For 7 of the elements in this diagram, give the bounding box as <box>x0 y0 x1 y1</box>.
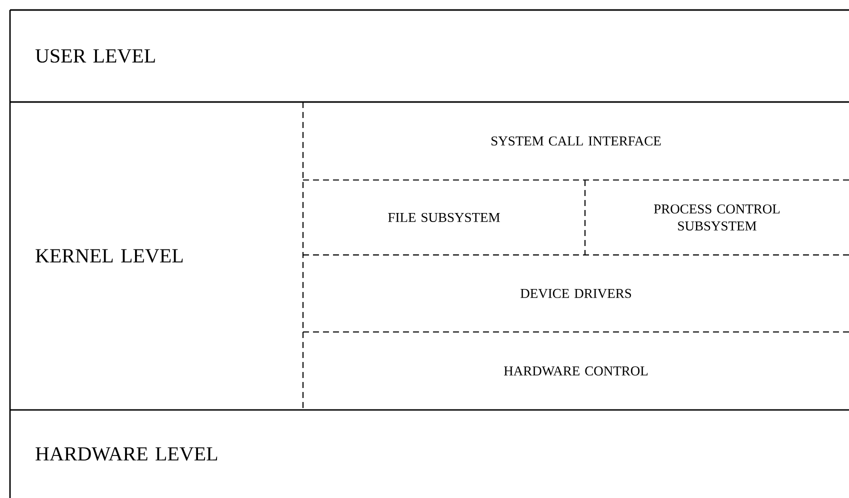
level-band: USER LEVEL <box>9 9 849 102</box>
layer-cell: PROCESS CONTROL SUBSYSTEM <box>654 204 780 231</box>
layer-cell: FILE SUBSYSTEM <box>388 212 500 222</box>
layer-cell: SYSTEM CALL INTERFACE <box>492 136 661 146</box>
layer-cell: HARDWARE CONTROL <box>504 366 648 376</box>
layer-cell: DEVICE DRIVERS <box>520 288 632 298</box>
level-band: HARDWARE LEVEL <box>9 410 218 498</box>
